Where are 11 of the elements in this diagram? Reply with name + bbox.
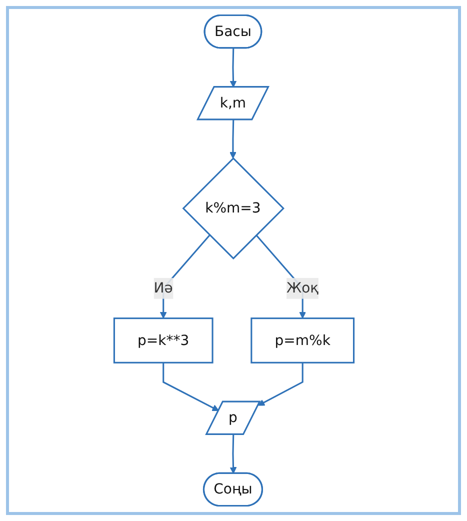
node-box: p=k**3: [112, 318, 213, 364]
edge-label: Жоқ: [286, 280, 318, 297]
arrow: [229, 48, 236, 88]
arrow: [257, 362, 303, 406]
arrow: [229, 120, 236, 159]
arrow: [159, 234, 210, 319]
node-diamond: k%m=3: [182, 157, 284, 260]
arrow: [162, 362, 219, 412]
edge-label: Иә: [153, 280, 172, 297]
node-box: p=m%k: [250, 318, 354, 364]
arrow: [229, 434, 236, 474]
